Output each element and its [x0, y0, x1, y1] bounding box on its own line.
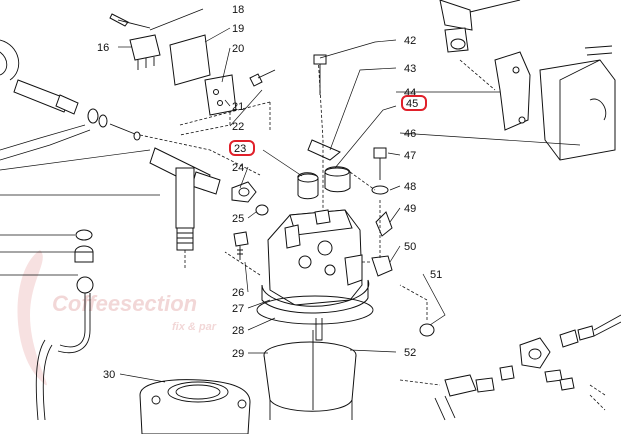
- part-label-45-highlight: 45: [401, 95, 427, 111]
- right-parts: [439, 0, 616, 161]
- part-label-16: 16: [97, 42, 109, 54]
- part-label-20: 20: [232, 43, 244, 55]
- part-label-21: 21: [232, 101, 244, 113]
- part-labels: 16 18 19 20 21 22 23 24 25 26 27 28 29 3…: [97, 4, 442, 381]
- leader-lines: [118, 8, 581, 383]
- adjustment-parts: [297, 54, 393, 277]
- part-label-46: 46: [404, 128, 416, 140]
- bottom-right-fittings: [399, 314, 621, 421]
- part-label-18: 18: [232, 4, 244, 16]
- part-label-47: 47: [404, 150, 416, 162]
- part-label-26: 26: [232, 287, 244, 299]
- bottom-left-plate: [139, 379, 251, 434]
- part-label-48: 48: [404, 181, 416, 193]
- switch-bracket-assembly: [109, 13, 276, 136]
- part-label-27: 27: [232, 303, 244, 315]
- pressure-switch-body: [224, 209, 374, 420]
- part-label-24: 24: [232, 162, 244, 174]
- part-label-52: 52: [404, 347, 416, 359]
- part-label-50: 50: [404, 241, 416, 253]
- left-small-parts: [0, 229, 94, 421]
- highlight-ring-45: [401, 95, 427, 111]
- part-label-23: 23: [234, 143, 246, 155]
- part-label-25: 25: [232, 213, 244, 225]
- highlight-ring-23: [229, 140, 255, 156]
- watermark: Coffeesection fix & par: [17, 250, 217, 386]
- watermark-tagline: fix & par: [172, 321, 217, 333]
- part-label-19: 19: [232, 23, 244, 35]
- part-label-23-highlight: 23: [229, 140, 255, 156]
- part-label-30: 30: [103, 369, 115, 381]
- part-label-49: 49: [404, 203, 416, 215]
- part-label-42: 42: [404, 35, 416, 47]
- part-label-29: 29: [232, 348, 244, 360]
- watermark-brand: Coffeesection: [52, 291, 197, 316]
- part-label-22: 22: [232, 121, 244, 133]
- part-label-43: 43: [404, 63, 416, 75]
- fasteners: [231, 181, 435, 337]
- part-label-51: 51: [430, 269, 442, 281]
- part-label-45: 45: [406, 98, 418, 110]
- left-valve-assembly: [0, 39, 261, 270]
- part-label-28: 28: [232, 325, 244, 337]
